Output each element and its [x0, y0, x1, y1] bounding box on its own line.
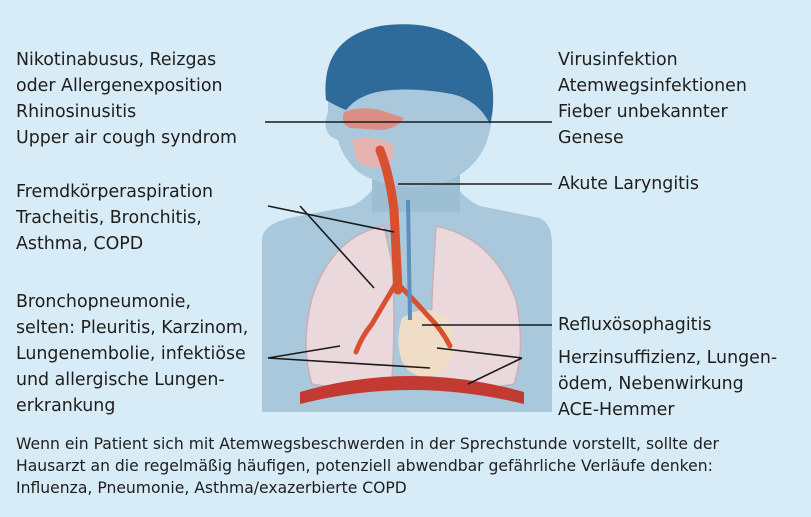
label-line: selten: Pleuritis, Karzinom,	[16, 315, 248, 341]
label-line: Nikotinabusus, Reizgas	[16, 47, 237, 73]
label-left-top: Nikotinabusus, Reizgas oder Allergenexpo…	[16, 47, 237, 151]
label-line: Virusinfektion	[558, 47, 747, 73]
label-line: ödem, Nebenwirkung	[558, 371, 777, 397]
esophagus	[408, 200, 410, 320]
label-line: Lungenembolie, infektiöse	[16, 341, 248, 367]
caption-line: Wenn ein Patient sich mit Atemwegsbeschw…	[16, 433, 801, 455]
label-line: Fremdkörperaspiration	[16, 179, 213, 205]
label-line: Upper air cough syndrom	[16, 125, 237, 151]
label-line: oder Allergenexposition	[16, 73, 237, 99]
caption-line: Hausarzt an die regelmäßig häufigen, pot…	[16, 455, 801, 477]
label-line: Genese	[558, 125, 747, 151]
label-line: Atemwegsinfektionen	[558, 73, 747, 99]
label-line: Tracheitis, Bronchitis,	[16, 205, 213, 231]
label-left-mid: Fremdkörperaspiration Tracheitis, Bronch…	[16, 179, 213, 257]
label-line: Bronchopneumonie,	[16, 289, 248, 315]
label-line: und allergische Lungen-	[16, 367, 248, 393]
label-line: Rhinosinusitis	[16, 99, 237, 125]
label-right-laryngitis: Akute Laryngitis	[558, 171, 699, 197]
label-line: Refluxösophagitis	[558, 312, 711, 338]
label-left-bottom: Bronchopneumonie, selten: Pleuritis, Kar…	[16, 289, 248, 419]
label-right-bottom: Herzinsuffizienz, Lungen- ödem, Nebenwir…	[558, 345, 777, 423]
label-line: ACE-Hemmer	[558, 397, 777, 423]
label-line: Fieber unbekannter	[558, 99, 747, 125]
caption-line: Influenza, Pneumonie, Asthma/exazerbiert…	[16, 477, 801, 499]
figure-caption: Wenn ein Patient sich mit Atemwegsbeschw…	[16, 433, 801, 499]
label-line: Akute Laryngitis	[558, 171, 699, 197]
label-line: Asthma, COPD	[16, 231, 213, 257]
label-right-reflux: Refluxösophagitis	[558, 312, 711, 338]
label-right-top: Virusinfektion Atemwegsinfektionen Fiebe…	[558, 47, 747, 151]
label-line: Herzinsuffizienz, Lungen-	[558, 345, 777, 371]
label-line: erkrankung	[16, 393, 248, 419]
